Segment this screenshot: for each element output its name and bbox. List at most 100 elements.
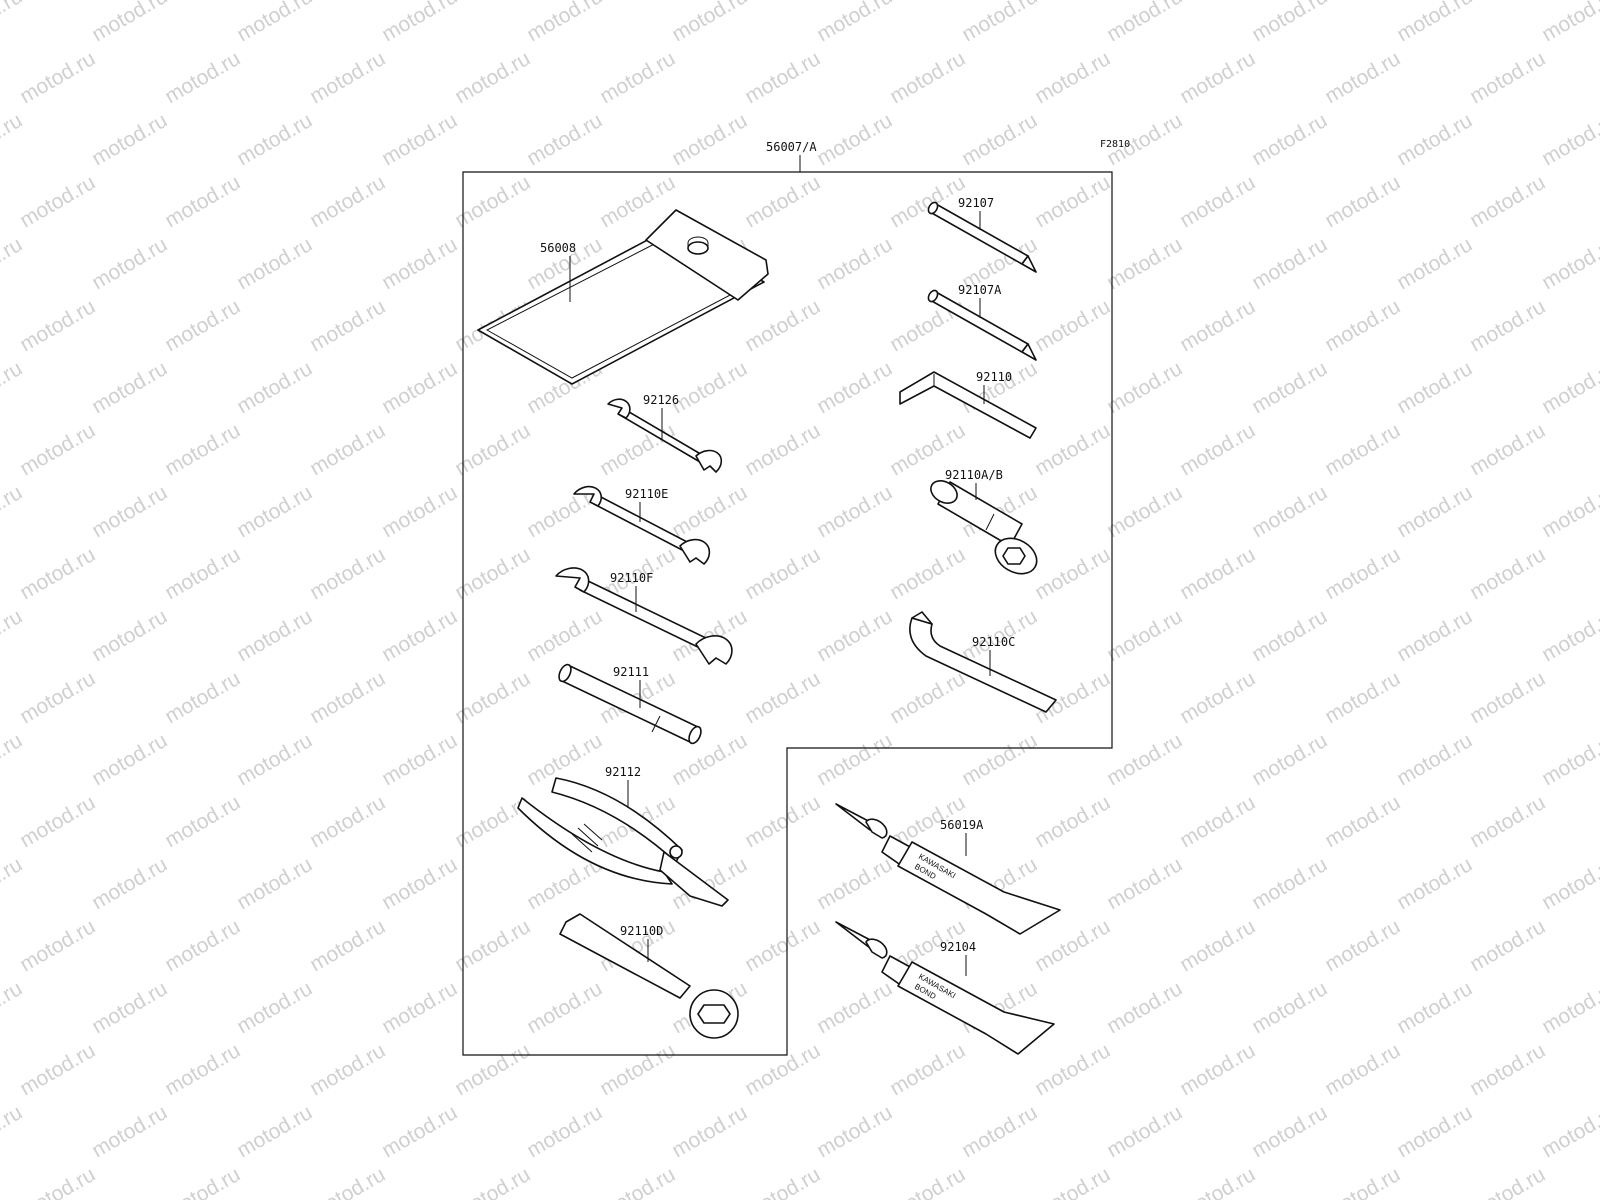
wrench-92110F[interactable] (555, 567, 733, 665)
watermark-text: motod.ru (161, 667, 244, 728)
watermark-text: motod.ru (161, 295, 244, 356)
watermark-text: motod.ru (306, 1039, 389, 1100)
watermark-text: motod.ru (1031, 419, 1114, 480)
hex-key-92110[interactable] (899, 371, 1037, 439)
watermark-text: motod.ru (233, 853, 316, 914)
socket-92110AB[interactable] (927, 476, 1043, 581)
watermark-text: motod.ru (813, 853, 896, 914)
watermark-text: motod.ru (1248, 1101, 1331, 1162)
label-92107A: 92107A (958, 283, 1002, 297)
watermark-text: motod.ru (161, 543, 244, 604)
watermark-text: motod.ru (0, 0, 26, 46)
watermark-text: motod.ru (1031, 295, 1114, 356)
watermark-text: motod.ru (306, 171, 389, 232)
watermark-text: motod.ru (0, 481, 26, 542)
watermark-text: motod.ru (1321, 915, 1404, 976)
watermark-text: motod.ru (16, 419, 99, 480)
watermark-text: motod.ru (378, 0, 461, 46)
watermark-text: motod.ru (1176, 543, 1259, 604)
watermark-text: motod.ru (741, 295, 824, 356)
watermark-text: motod.ru (741, 543, 824, 604)
watermark-text: motod.ru (161, 419, 244, 480)
watermark-text: motod.ru (16, 47, 99, 108)
kit-label: 56007/A (766, 140, 817, 154)
watermark-text: motod.ru (378, 233, 461, 294)
watermark-text: motod.ru (16, 791, 99, 852)
watermark-text: motod.ru (813, 977, 896, 1038)
watermark-text: motod.ru (1176, 915, 1259, 976)
watermark-text: motod.ru (1248, 729, 1331, 790)
watermark-text: motod.ru (233, 1101, 316, 1162)
watermark-text: motod.ru (88, 109, 171, 170)
watermark-text: motod.ru (1248, 233, 1331, 294)
label-92110D: 92110D (620, 924, 663, 938)
watermark-text: motod.ru (306, 791, 389, 852)
hook-spanner-92110C[interactable] (909, 611, 1057, 713)
watermark-text: motod.ru (1248, 109, 1331, 170)
pliers-92112[interactable] (517, 777, 729, 907)
watermark-text: motod.ru (1466, 171, 1549, 232)
label-92110F: 92110F (610, 571, 653, 585)
wrench-92110E[interactable] (573, 485, 711, 565)
watermark-text: motod.ru (1466, 667, 1549, 728)
watermark-text: motod.ru (378, 357, 461, 418)
watermark-text: motod.ru (378, 977, 461, 1038)
label-92112: 92112 (605, 765, 641, 779)
watermark-text: motod.ru (741, 791, 824, 852)
box-wrench-92110D[interactable] (559, 913, 739, 1039)
label-92111: 92111 (613, 665, 649, 679)
tool-bag-56008[interactable] (477, 209, 769, 385)
watermark-text: motod.ru (16, 667, 99, 728)
watermark-text: motod.ru (1466, 47, 1549, 108)
watermark-text: motod.ru (306, 543, 389, 604)
watermark-text: motod.ru (523, 0, 606, 46)
watermark-text: motod.ru (1031, 543, 1114, 604)
watermark-text: motod.ru (0, 729, 26, 790)
watermark-text: motod.ru (16, 915, 99, 976)
watermark-text: motod.ru (233, 0, 316, 46)
watermark-text: motod.ru (1321, 171, 1404, 232)
watermark-text: motod.ru (958, 1101, 1041, 1162)
watermark-text: motod.ru (233, 729, 316, 790)
watermark-text: motod.ru (306, 47, 389, 108)
bond-tube-56019A[interactable]: KAWASAKI BOND (835, 803, 1061, 935)
watermark-text: motod.ru (378, 605, 461, 666)
bond-tube-92104[interactable]: KAWASAKI BOND (835, 921, 1055, 1055)
screwdriver-bit-92107A[interactable] (927, 289, 1037, 361)
label-92110: 92110 (976, 370, 1012, 384)
watermark-text: motod.ru (1466, 915, 1549, 976)
figure-code: F2810 (1100, 139, 1130, 150)
watermark-text: motod.ru (741, 47, 824, 108)
watermark-text: motod.ru (1393, 233, 1476, 294)
watermark-text: motod.ru (1176, 1163, 1259, 1200)
watermark-text: motod.ru (16, 1163, 99, 1200)
bar-92111[interactable] (557, 663, 704, 746)
watermark-text: motod.ru (16, 1039, 99, 1100)
watermark-text: motod.ru (1393, 481, 1476, 542)
watermark-text: motod.ru (88, 357, 171, 418)
watermark-text: motod.ru (668, 1101, 751, 1162)
watermark-text: motod.ru (233, 233, 316, 294)
watermark-text: motod.ru (668, 357, 751, 418)
label-92110C: 92110C (972, 635, 1015, 649)
watermark-text: motod.ru (161, 171, 244, 232)
watermark-text: motod.ru (16, 295, 99, 356)
watermark-text: motod.ru (958, 0, 1041, 46)
watermark-text: motod.ru (0, 853, 26, 914)
watermark-text: motod.ru (378, 481, 461, 542)
watermark-text: motod.ru (451, 47, 534, 108)
watermark-text: motod.ru (1321, 295, 1404, 356)
watermark-text: motod.ru (88, 481, 171, 542)
label-92107: 92107 (958, 196, 994, 210)
watermark-text: motod.ru (886, 47, 969, 108)
watermark-text: motod.ru (0, 977, 26, 1038)
watermark-text: motod.ru (741, 915, 824, 976)
watermark-text: motod.ru (1466, 419, 1549, 480)
watermark-text: motod.ru (1393, 109, 1476, 170)
screwdriver-bit-92107[interactable] (927, 201, 1037, 273)
watermark-text: motod.ru (1103, 605, 1186, 666)
watermark-text: motod.ru (813, 1101, 896, 1162)
watermark-text: motod.ru (1321, 47, 1404, 108)
watermark-text: motod.ru (886, 1039, 969, 1100)
watermark-text: motod.ru (1176, 419, 1259, 480)
